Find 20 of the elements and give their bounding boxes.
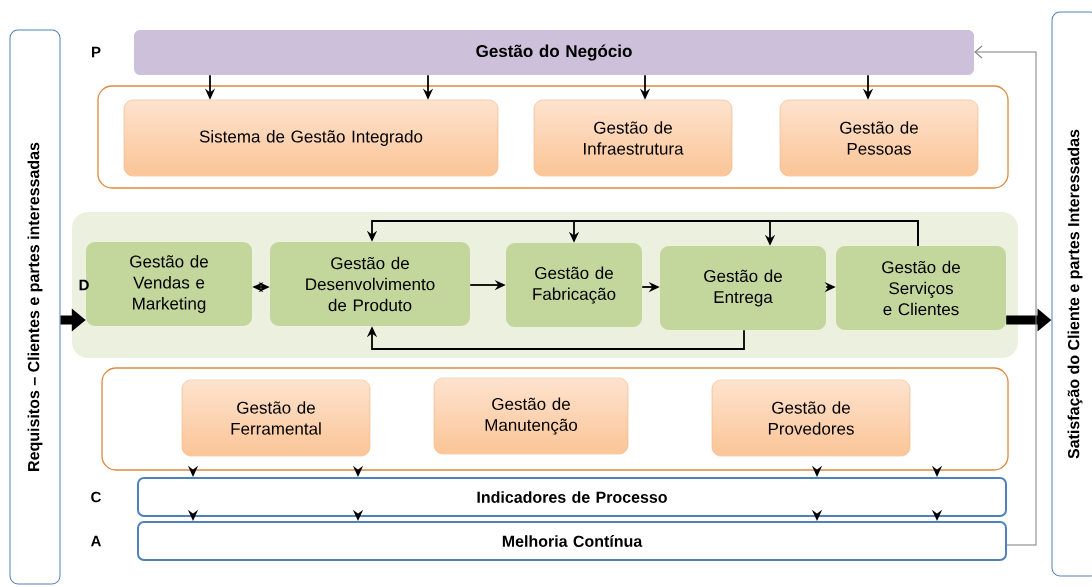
phase-letter: C xyxy=(91,491,101,503)
process-box: Gestão de Entrega xyxy=(660,246,826,330)
process-box: Gestão de Ferramental xyxy=(181,379,371,457)
process-box: Gestão de Pessoas xyxy=(779,99,979,177)
process-box: Gestão de Desenvolvimento de Produto xyxy=(270,242,470,326)
process-box: Gestão de Provedores xyxy=(711,379,911,457)
process-box: Gestão de Infraestrutura xyxy=(533,99,733,177)
process-box: Gestão de Serviços e Clientes xyxy=(836,246,1006,330)
phase-letter: D xyxy=(79,279,89,291)
connector-arrow xyxy=(974,45,1037,546)
header-bar: Gestão do Negócio xyxy=(134,30,974,75)
indicator-bar: Melhoria Contínua xyxy=(137,521,1007,561)
process-box: Sistema de Gestão Integrado xyxy=(123,99,499,177)
side-panel: Requisitos – Clientes e partes interessadas xyxy=(9,29,61,585)
side-panel: Satisfação do Cliente e partes Interessadas xyxy=(1051,11,1092,577)
phase-letter: P xyxy=(92,46,101,58)
process-box: Gestão de Manutenção xyxy=(433,377,629,455)
phase-letter: A xyxy=(90,535,101,547)
indicator-bar: Indicadores de Processo xyxy=(137,477,1007,517)
process-box: Gestão de Fabricação xyxy=(506,243,642,327)
